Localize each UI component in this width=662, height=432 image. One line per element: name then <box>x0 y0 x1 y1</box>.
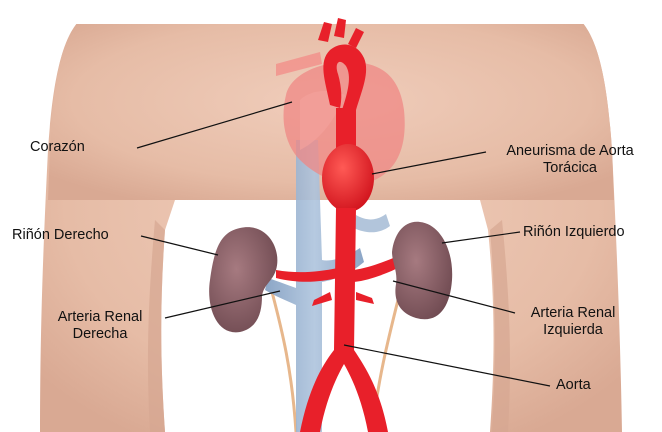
right-ureter <box>272 292 296 432</box>
label-aneurisma-2: Torácica <box>486 160 654 177</box>
label-arteria-renal-derecha-1: Arteria Renal <box>42 309 158 326</box>
right-kidney <box>209 227 277 332</box>
label-corazon: Corazón <box>30 139 85 156</box>
label-rinon-derecho: Riñón Derecho <box>12 227 109 244</box>
label-aneurisma-1: Aneurisma de Aorta <box>486 143 654 160</box>
label-arteria-renal-derecha-2: Derecha <box>42 326 158 343</box>
label-arteria-renal-izquierda-1: Arteria Renal <box>515 305 631 322</box>
label-arteria-renal-izquierda-2: Izquierda <box>515 322 631 339</box>
aneurysm <box>322 144 374 212</box>
label-rinon-izquierdo: Riñón Izquierdo <box>523 224 625 241</box>
left-kidney <box>392 222 452 319</box>
label-aorta: Aorta <box>556 377 591 394</box>
